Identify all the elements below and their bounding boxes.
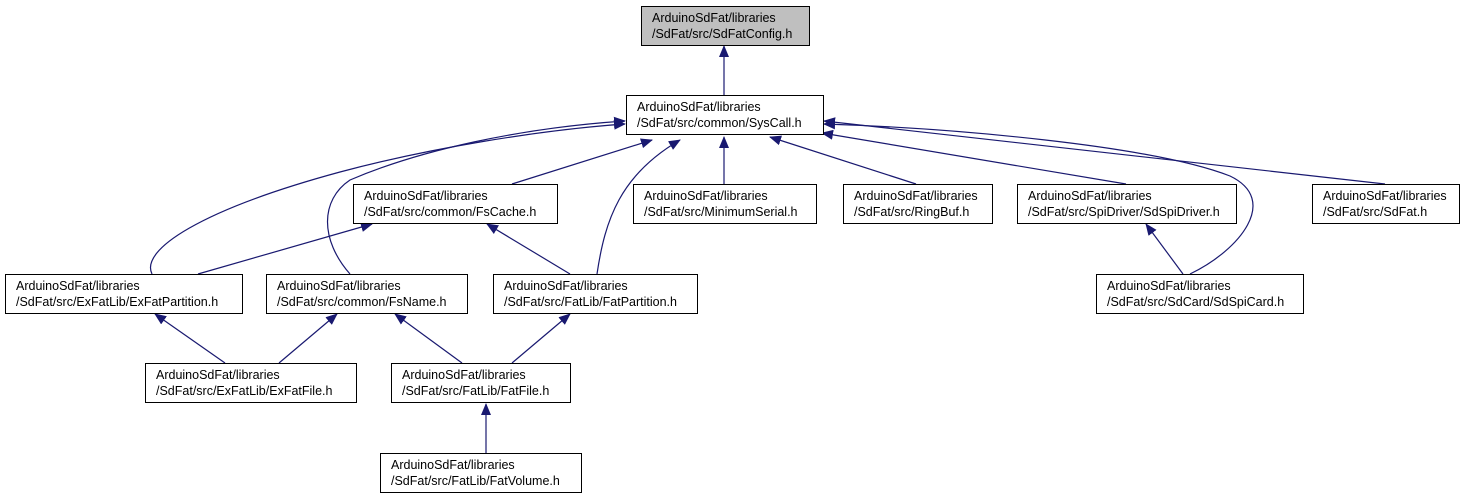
edge-exfatfile-to-fsname [278, 313, 338, 364]
node-label-line2: /SdFat/src/common/FsCache.h [364, 205, 537, 219]
node-fscache[interactable]: ArduinoSdFat/libraries /SdFat/src/common… [353, 184, 558, 224]
node-label-line2: /SdFat/src/FatLib/FatPartition.h [504, 295, 677, 309]
node-label-line1: ArduinoSdFat/libraries [504, 279, 628, 293]
edge-fatpartition-to-syscall [596, 139, 681, 275]
node-label-line2: /SdFat/src/SdCard/SdSpiCard.h [1107, 295, 1285, 309]
node-fsname[interactable]: ArduinoSdFat/libraries /SdFat/src/common… [266, 274, 468, 314]
edge-sdspicard-to-syscall [823, 119, 1254, 275]
edge-fatpartition-to-fscache [486, 223, 571, 275]
node-sdspidriver[interactable]: ArduinoSdFat/libraries /SdFat/src/SpiDri… [1017, 184, 1237, 224]
node-label-line2: /SdFat/src/common/FsName.h [277, 295, 447, 309]
node-label-line2: /SdFat/src/MinimumSerial.h [644, 205, 798, 219]
node-label-line1: ArduinoSdFat/libraries [391, 458, 515, 472]
node-label-line1: ArduinoSdFat/libraries [1107, 279, 1231, 293]
node-label-line1: ArduinoSdFat/libraries [402, 368, 526, 382]
node-fatvolume[interactable]: ArduinoSdFat/libraries /SdFat/src/FatLib… [380, 453, 582, 493]
node-label-line1: ArduinoSdFat/libraries [364, 189, 488, 203]
edge-sdfat-to-syscall [823, 117, 1386, 185]
node-label-line1: ArduinoSdFat/libraries [644, 189, 768, 203]
node-label-line2: /SdFat/src/ExFatLib/ExFatFile.h [156, 384, 333, 398]
edge-exfatpartition-to-fscache [197, 222, 373, 275]
node-syscall[interactable]: ArduinoSdFat/libraries /SdFat/src/common… [626, 95, 824, 135]
node-label-line1: ArduinoSdFat/libraries [1323, 189, 1447, 203]
node-sdspicard[interactable]: ArduinoSdFat/libraries /SdFat/src/SdCard… [1096, 274, 1304, 314]
node-fatpartition[interactable]: ArduinoSdFat/libraries /SdFat/src/FatLib… [493, 274, 698, 314]
node-label-line2: /SdFat/src/FatLib/FatVolume.h [391, 474, 560, 488]
edge-sdspidriver-to-syscall [821, 129, 1127, 185]
node-label-line2: /SdFat/src/ExFatLib/ExFatPartition.h [16, 295, 219, 309]
node-exfatfile[interactable]: ArduinoSdFat/libraries /SdFat/src/ExFatL… [145, 363, 357, 403]
node-sdfat[interactable]: ArduinoSdFat/libraries /SdFat/src/SdFat.… [1312, 184, 1460, 224]
node-label-line1: ArduinoSdFat/libraries [277, 279, 401, 293]
node-label-line1: ArduinoSdFat/libraries [854, 189, 978, 203]
node-label-line1: ArduinoSdFat/libraries [637, 100, 761, 114]
node-label-line1: ArduinoSdFat/libraries [156, 368, 280, 382]
node-minimumserial[interactable]: ArduinoSdFat/libraries /SdFat/src/Minimu… [633, 184, 817, 224]
edge-fatfile-to-fsname [394, 313, 463, 364]
node-label-line2: /SdFat/src/SdFatConfig.h [652, 27, 793, 41]
node-fatfile[interactable]: ArduinoSdFat/libraries /SdFat/src/FatLib… [391, 363, 571, 403]
node-label-line1: ArduinoSdFat/libraries [1028, 189, 1152, 203]
edge-exfatpartition-to-syscall [149, 119, 626, 275]
edge-fatfile-to-fatpartition [511, 313, 571, 364]
edge-fsname-to-syscall [326, 116, 626, 275]
node-label-line2: /SdFat/src/SpiDriver/SdSpiDriver.h [1028, 205, 1220, 219]
edge-ringbuf-to-syscall [769, 135, 917, 185]
edge-exfatfile-to-exfatpartition [154, 313, 226, 364]
edge-fscache-to-syscall [511, 138, 653, 185]
node-exfatpartition[interactable]: ArduinoSdFat/libraries /SdFat/src/ExFatL… [5, 274, 243, 314]
node-label-line2: /SdFat/src/SdFat.h [1323, 205, 1428, 219]
node-label-line1: ArduinoSdFat/libraries [16, 279, 140, 293]
node-label-line2: /SdFat/src/RingBuf.h [854, 205, 970, 219]
node-sdfatconfig[interactable]: ArduinoSdFat/libraries /SdFat/src/SdFatC… [641, 6, 810, 46]
node-ringbuf[interactable]: ArduinoSdFat/libraries /SdFat/src/RingBu… [843, 184, 993, 224]
node-label-line2: /SdFat/src/FatLib/FatFile.h [402, 384, 550, 398]
edge-sdspicard-to-sdspidriver [1145, 223, 1184, 275]
node-label-line2: /SdFat/src/common/SysCall.h [637, 116, 802, 130]
node-label-line1: ArduinoSdFat/libraries [652, 11, 776, 25]
